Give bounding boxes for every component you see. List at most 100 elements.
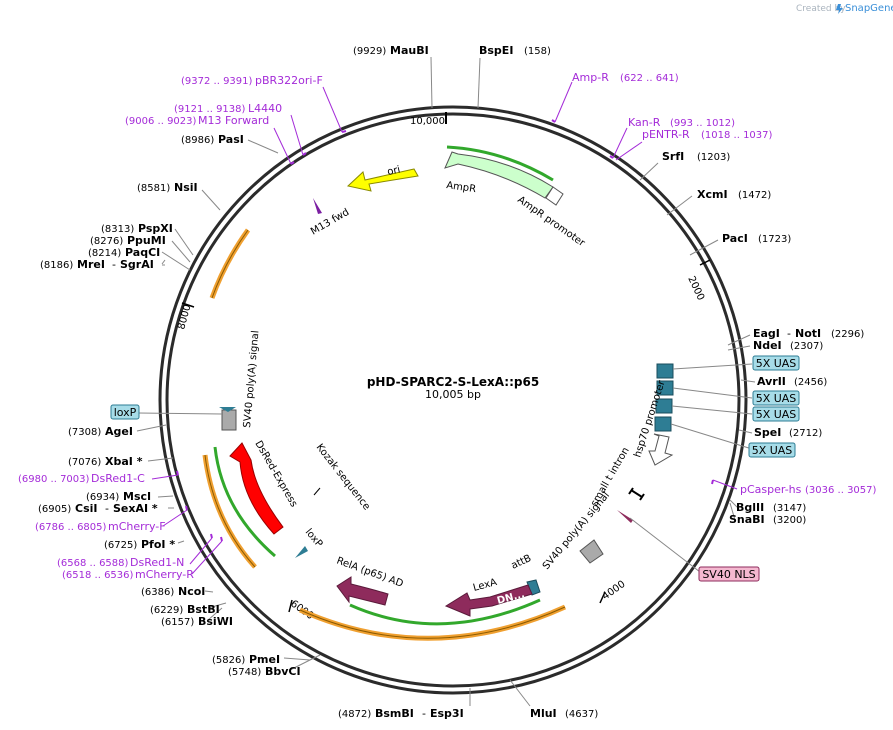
svg-text:(6518 .. 6536): (6518 .. 6536) bbox=[62, 570, 134, 581]
site-eagI-notI[interactable]: EagI - NotI (2296) bbox=[753, 327, 864, 340]
site-bsmBI-esp3I[interactable]: (4872) BsmBI - Esp3I bbox=[338, 707, 464, 720]
kozak-feature[interactable]: Kozak sequence bbox=[313, 442, 372, 512]
m13-fwd-feature[interactable]: M13 fwd bbox=[309, 198, 351, 238]
svg-text:(7308): (7308) bbox=[68, 427, 101, 438]
sv40-polya-left-feature[interactable]: SV40 poly(A) signal bbox=[219, 330, 261, 431]
primer-dsred1-c[interactable]: (6980 .. 7003) DsRed1-C bbox=[18, 472, 145, 485]
svg-text:pENTR-R: pENTR-R bbox=[642, 128, 690, 141]
site-xbaI[interactable]: (7076) XbaI * bbox=[68, 455, 143, 468]
primer-mcherry-f[interactable]: (6786 .. 6805) mCherry-F bbox=[35, 520, 166, 533]
svg-text:MluI: MluI bbox=[530, 707, 557, 720]
svg-text:loxP: loxP bbox=[303, 527, 325, 550]
lexa-feature[interactable]: LexA DN... bbox=[444, 577, 533, 617]
site-ndeI[interactable]: NdeI (2307) bbox=[753, 339, 823, 352]
primer-pbr322ori-f[interactable]: (9372 .. 9391) pBR322ori-F bbox=[181, 74, 323, 87]
site-srfI[interactable]: SrfI (1203) bbox=[662, 150, 730, 163]
site-xcmI[interactable]: XcmI (1472) bbox=[697, 188, 771, 201]
primer-kan-r[interactable]: Kan-R (993 .. 1012) bbox=[628, 116, 735, 129]
primer-mcherry-r[interactable]: (6518 .. 6536) mCherry-R bbox=[62, 568, 194, 581]
site-avrII[interactable]: AvrII (2456) bbox=[757, 375, 827, 388]
svg-text:mCherry-F: mCherry-F bbox=[108, 520, 166, 533]
primer-amp-r[interactable]: Amp-R (622 .. 641) bbox=[572, 71, 679, 84]
svg-text:DN...: DN... bbox=[496, 589, 526, 607]
box-5x-uas-1[interactable]: 5X UAS bbox=[752, 355, 800, 371]
primer-dsred1-n[interactable]: (6568 .. 6588) DsRed1-N bbox=[57, 556, 184, 569]
svg-text:BsiWI: BsiWI bbox=[198, 615, 233, 628]
site-pfoI[interactable]: (6725) PfoI * bbox=[104, 538, 175, 551]
svg-text:(5748): (5748) bbox=[228, 667, 261, 678]
primer-m13-forward[interactable]: (9006 .. 9023) M13 Forward bbox=[125, 114, 269, 127]
site-ageI[interactable]: (7308) AgeI bbox=[68, 425, 133, 438]
ampr-feature[interactable]: AmpR AmpR promoter bbox=[444, 151, 587, 250]
svg-text:loxP: loxP bbox=[114, 406, 137, 419]
site-mscI[interactable]: (6934) MscI bbox=[86, 490, 151, 503]
snapgene-logo: SnapGene bbox=[836, 3, 893, 14]
site-csiI-sexAI[interactable]: (6905) CsiI - SexAI * bbox=[38, 502, 158, 515]
svg-text:4000: 4000 bbox=[600, 579, 627, 603]
site-bstBI[interactable]: (6229) BstBI bbox=[150, 603, 220, 616]
site-pmeI[interactable]: (5826) PmeI bbox=[212, 653, 280, 666]
svg-text:(8986): (8986) bbox=[181, 135, 214, 146]
site-pasI[interactable]: (8986) PasI bbox=[181, 133, 244, 146]
primer-lines bbox=[151, 81, 738, 575]
primer-pcasper-hs[interactable]: pCasper-hs (3036 .. 3057) bbox=[740, 483, 877, 496]
svg-text:(9929): (9929) bbox=[353, 46, 386, 57]
box-loxp[interactable]: loxP bbox=[110, 404, 140, 420]
svg-text:5X UAS: 5X UAS bbox=[752, 444, 793, 457]
loxp-inner-feature[interactable]: loxP bbox=[295, 527, 324, 558]
site-bsiWI[interactable]: (6157) BsiWI bbox=[161, 615, 233, 628]
site-snaBI[interactable]: SnaBI (3200) bbox=[729, 513, 806, 526]
dsred-orf-arc bbox=[213, 446, 276, 558]
svg-text:PmeI: PmeI bbox=[249, 653, 280, 666]
svg-text:AmpR: AmpR bbox=[446, 180, 477, 195]
svg-text:XcmI: XcmI bbox=[697, 188, 728, 201]
lexa-orf-arc bbox=[349, 598, 541, 626]
svg-text:Kozak sequence: Kozak sequence bbox=[314, 442, 372, 512]
svg-text:(6229): (6229) bbox=[150, 605, 183, 616]
sv40-polya-right-feature[interactable]: SV40 poly(A) signal bbox=[541, 490, 612, 572]
backbone-inner bbox=[165, 112, 741, 688]
svg-text:(9121 .. 9138): (9121 .. 9138) bbox=[174, 104, 246, 115]
svg-text:Esp3I: Esp3I bbox=[430, 707, 464, 720]
site-pacI[interactable]: PacI (1723) bbox=[722, 232, 791, 245]
box-5x-uas-3[interactable]: 5X UAS bbox=[752, 406, 800, 422]
rela-feature[interactable]: RelA (p65) AD bbox=[335, 555, 405, 606]
uas-block-1[interactable] bbox=[656, 363, 674, 379]
primer-pentr-r[interactable]: pENTR-R (1018 .. 1037) bbox=[642, 128, 773, 141]
site-mauBI[interactable]: (9929) MauBI bbox=[353, 44, 429, 57]
svg-text:(4872): (4872) bbox=[338, 709, 371, 720]
uas-block-4[interactable] bbox=[654, 416, 672, 432]
svg-text:MreI: MreI bbox=[77, 258, 105, 271]
site-mluI[interactable]: MluI (4637) bbox=[530, 707, 598, 720]
svg-text:(6905): (6905) bbox=[38, 504, 71, 515]
site-nsiI[interactable]: (8581) NsiI bbox=[137, 181, 198, 194]
site-paqCI[interactable]: (8214) PaqCI bbox=[88, 246, 160, 259]
box-sv40-nls[interactable]: SV40 NLS bbox=[698, 566, 760, 582]
svg-text:NotI: NotI bbox=[795, 327, 821, 340]
svg-text:PfoI *: PfoI * bbox=[141, 538, 175, 551]
box-5x-uas-2[interactable]: 5X UAS bbox=[752, 390, 800, 406]
ori-feature[interactable]: ori bbox=[346, 164, 419, 192]
svg-text:5X UAS: 5X UAS bbox=[756, 357, 797, 370]
svg-text:(1472): (1472) bbox=[738, 190, 771, 201]
site-ncoI[interactable]: (6386) NcoI bbox=[141, 585, 205, 598]
svg-text:SnaBI: SnaBI bbox=[729, 513, 765, 526]
box-5x-uas-4[interactable]: 5X UAS bbox=[748, 442, 796, 458]
svg-text:M13 fwd: M13 fwd bbox=[309, 207, 351, 238]
svg-text:ori: ori bbox=[386, 164, 401, 177]
site-bspEI[interactable]: BspEI (158) bbox=[479, 44, 551, 57]
site-speI[interactable]: SpeI (2712) bbox=[754, 426, 822, 439]
svg-text:-: - bbox=[112, 258, 116, 271]
site-bglII[interactable]: BglII (3147) bbox=[736, 501, 806, 514]
svg-text:BglII: BglII bbox=[736, 501, 764, 514]
svg-text:Amp-R: Amp-R bbox=[572, 71, 609, 84]
site-pspXI[interactable]: (8313) PspXI bbox=[101, 222, 173, 235]
site-mreI-sgrAI[interactable]: (8186) MreI - SgrAI bbox=[40, 258, 154, 271]
primer-l4440[interactable]: (9121 .. 9138) L4440 bbox=[174, 102, 282, 115]
svg-text:SV40 NLS: SV40 NLS bbox=[702, 568, 755, 581]
svg-text:(6157): (6157) bbox=[161, 617, 194, 628]
site-ppuMI[interactable]: (8276) PpuMI bbox=[90, 234, 166, 247]
site-bbvCI[interactable]: (5748) BbvCI bbox=[228, 665, 301, 678]
svg-text:(5826): (5826) bbox=[212, 655, 245, 666]
